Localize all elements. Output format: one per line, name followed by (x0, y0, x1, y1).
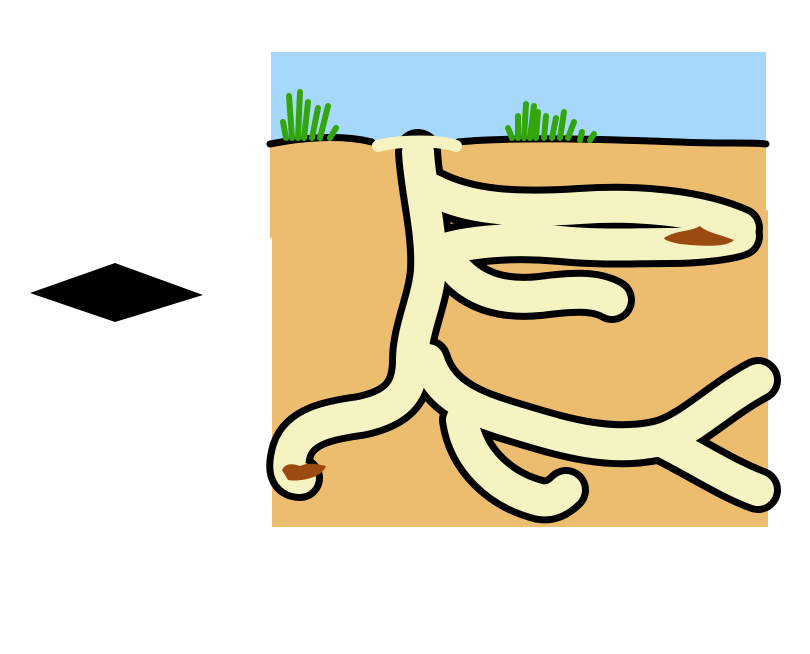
diamond-shape (30, 263, 203, 322)
debris-pile-left (282, 463, 326, 481)
grass-right (505, 101, 597, 143)
grass-left (280, 89, 339, 141)
debris-pile-right (664, 226, 734, 246)
